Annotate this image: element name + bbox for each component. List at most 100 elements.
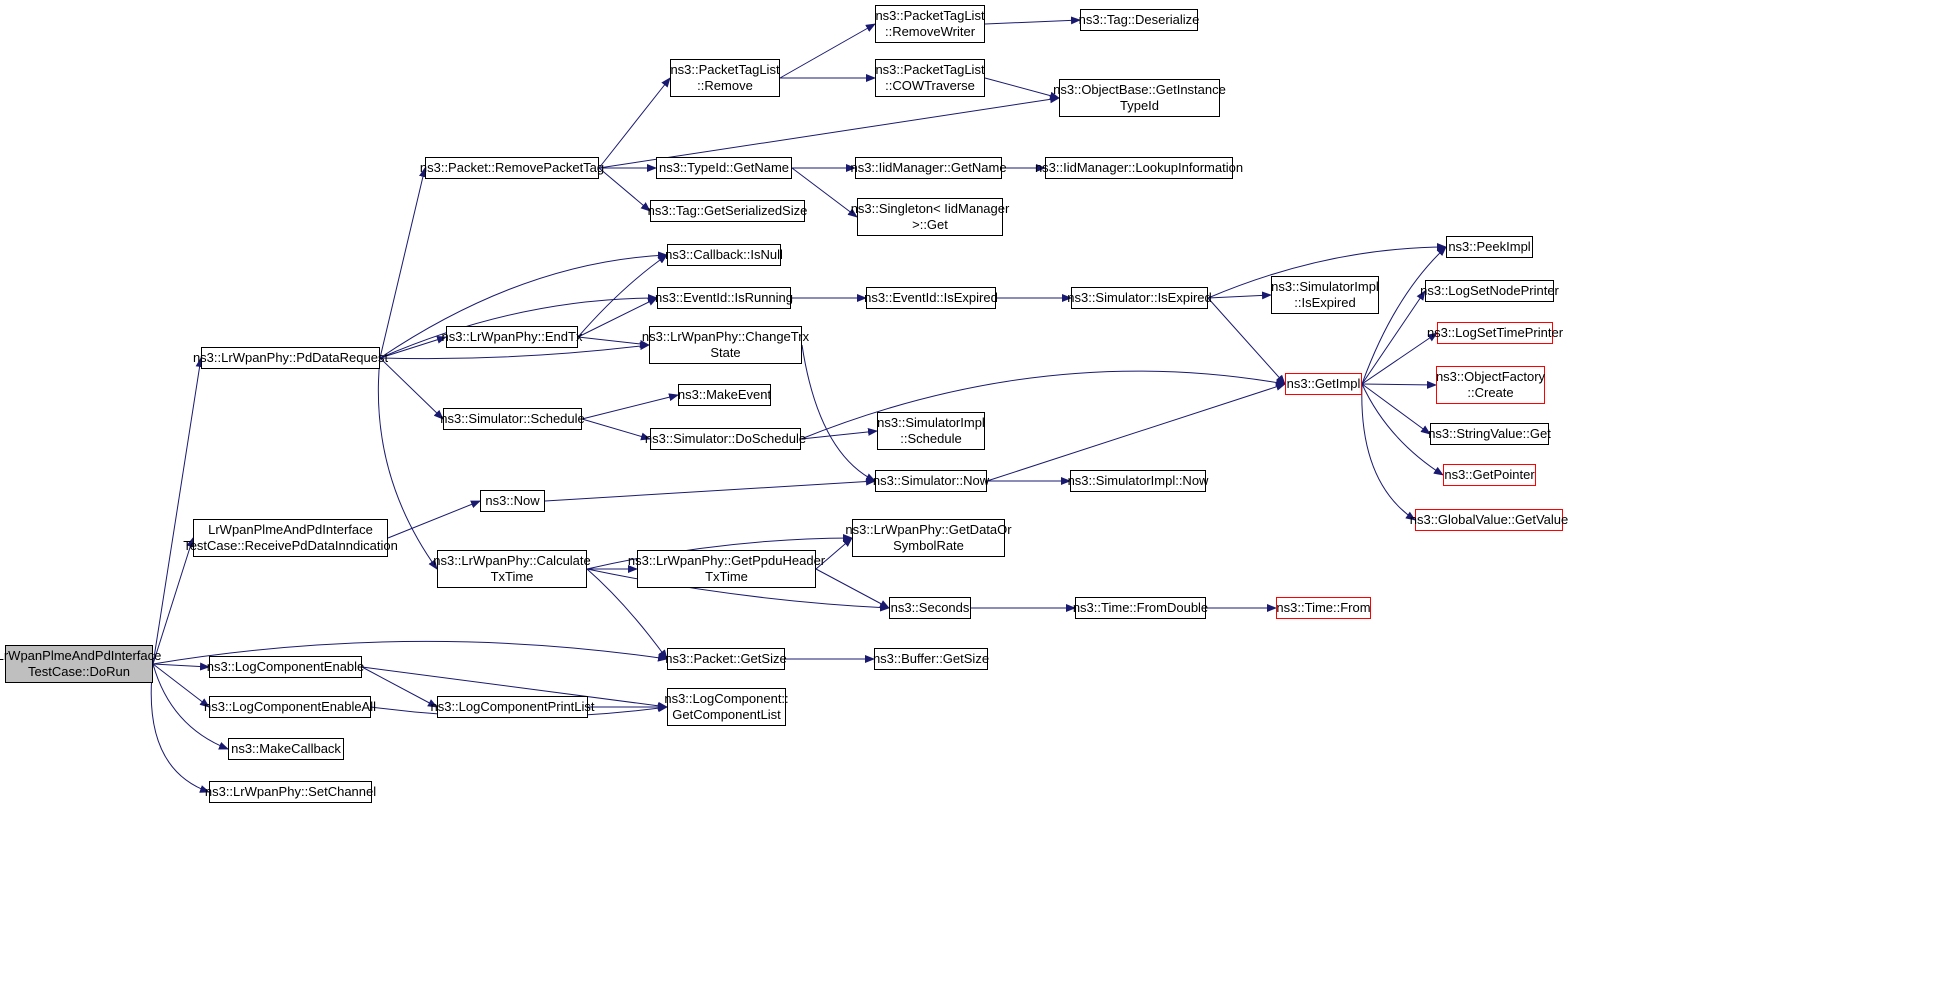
call-edge-root-to-pddata: [152, 357, 204, 665]
call-edge-root-to-setchannel: [150, 663, 210, 793]
graph-node-simisexpired[interactable]: ns3::Simulator::IsExpired: [1067, 287, 1212, 309]
graph-node-doschedule[interactable]: ns3::Simulator::DoSchedule: [645, 428, 806, 450]
graph-node-makeevent[interactable]: ns3::MakeEvent: [678, 384, 771, 406]
graph-node-pktgetsize[interactable]: ns3::Packet::GetSize: [665, 648, 787, 670]
graph-node-timefrom[interactable]: ns3::Time::From: [1276, 597, 1371, 619]
graph-node-evisexpired[interactable]: ns3::EventId::IsExpired: [864, 287, 998, 309]
graph-node-peekimpl[interactable]: ns3::PeekImpl: [1446, 236, 1533, 258]
graph-node-ptlremwriter[interactable]: ns3::PacketTagList::RemoveWriter: [875, 5, 985, 43]
call-edge-removepkttag-to-ptlremove: [598, 77, 671, 169]
node-label-line: ns3::Seconds: [890, 600, 970, 615]
call-edge-pddata-to-evisrunning: [379, 294, 658, 359]
node-label-line: ns3::Tag::Deserialize: [1078, 12, 1200, 27]
call-edge-logenable-to-logprintlist: [361, 666, 438, 708]
graph-node-simnow[interactable]: ns3::Simulator::Now: [872, 470, 990, 492]
call-edge-endtx-to-evisrunning: [577, 297, 658, 338]
graph-node-makecb[interactable]: ns3::MakeCallback: [228, 738, 344, 760]
node-label-line: ns3::Packet::GetSize: [665, 651, 787, 666]
node-label-line: ::IsExpired: [1294, 295, 1356, 310]
graph-node-buffergetsize[interactable]: ns3::Buffer::GetSize: [872, 648, 990, 670]
call-edge-removepkttag-to-taggetser: [598, 167, 651, 212]
graph-node-evisrunning[interactable]: ns3::EventId::IsRunning: [654, 287, 794, 309]
call-edge-simisexpired-to-simimplisexp: [1207, 291, 1272, 300]
node-label-line: ns3::LogSetTimePrinter: [1426, 325, 1564, 340]
call-edge-getimpl-to-logtimeprinter: [1361, 332, 1438, 385]
node-label-line: TestCase::ReceivePdDataInndication: [183, 538, 398, 553]
node-label-line: ns3::SimulatorImpl: [877, 415, 985, 430]
graph-node-setchannel[interactable]: ns3::LrWpanPhy::SetChannel: [205, 781, 376, 803]
call-edge-schedule-to-makeevent: [581, 393, 679, 420]
graph-node-simimplnow[interactable]: ns3::SimulatorImpl::Now: [1068, 470, 1208, 492]
graph-node-logprintlist[interactable]: ns3::LogComponentPrintList: [430, 696, 595, 718]
graph-node-objfactory[interactable]: ns3::ObjectFactory::Create: [1436, 366, 1545, 404]
call-edge-pddata-to-schedule: [379, 357, 444, 420]
node-label-line: ns3::PacketTagList: [875, 8, 985, 23]
node-label-line: ns3::LrWpanPhy::ChangeTrx: [641, 329, 810, 344]
node-label-line: ns3::Time::From: [1276, 600, 1371, 615]
graph-node-cbisnull[interactable]: ns3::Callback::IsNull: [665, 244, 783, 266]
node-label-line: ns3::Buffer::GetSize: [872, 651, 990, 666]
graph-node-ptlcow[interactable]: ns3::PacketTagList::COWTraverse: [875, 59, 985, 97]
graph-node-timefromdouble[interactable]: ns3::Time::FromDouble: [1073, 597, 1208, 619]
node-label-line: ns3::Tag::GetSerializedSize: [647, 203, 808, 218]
graph-node-ptlremove[interactable]: ns3::PacketTagList::Remove: [670, 59, 780, 97]
node-label-line: ns3::SimulatorImpl: [1271, 279, 1379, 294]
graph-node-logenableall[interactable]: ns3::LogComponentEnableAll: [204, 696, 376, 718]
graph-node-logenable[interactable]: ns3::LogComponentEnable: [206, 656, 365, 678]
graph-node-lognodeprinter[interactable]: ns3::LogSetNodePrinter: [1420, 280, 1559, 302]
call-edge-getppdu-to-getdatarate: [815, 537, 853, 570]
node-label-line: ns3::Now: [485, 493, 540, 508]
node-label-line: ns3::LogComponentEnable: [206, 659, 365, 674]
call-edge-getimpl-to-globalvalue: [1361, 383, 1416, 521]
call-edge-doschedule-to-getimpl: [800, 370, 1286, 440]
graph-node-singleton[interactable]: ns3::Singleton< IidManager>::Get: [851, 198, 1009, 236]
graph-node-typeidgetname[interactable]: ns3::TypeId::GetName: [656, 157, 792, 179]
graph-node-removepkttag[interactable]: ns3::Packet::RemovePacketTag: [420, 157, 604, 179]
call-edge-simisexpired-to-peekimpl: [1207, 243, 1447, 299]
node-label-line: ns3::MakeCallback: [231, 741, 341, 756]
graph-node-stringvalue[interactable]: ns3::StringValue::Get: [1428, 423, 1551, 445]
call-edge-calctx-to-pktgetsize: [586, 568, 668, 660]
graph-node-seconds[interactable]: ns3::Seconds: [889, 597, 971, 619]
call-edge-schedule-to-doschedule: [581, 418, 651, 441]
node-label-line: ns3::Simulator::DoSchedule: [644, 431, 807, 446]
graph-node-getpointer[interactable]: ns3::GetPointer: [1443, 464, 1536, 486]
node-label-line: GetComponentList: [672, 707, 781, 722]
graph-node-getimpl[interactable]: ns3::GetImpl: [1285, 373, 1362, 395]
graph-node-pddata[interactable]: ns3::LrWpanPhy::PdDataRequest: [193, 347, 388, 369]
node-label-line: ns3::Simulator::IsExpired: [1067, 290, 1212, 305]
graph-node-taggetser[interactable]: ns3::Tag::GetSerializedSize: [647, 200, 808, 222]
graph-node-tagdeser[interactable]: ns3::Tag::Deserialize: [1078, 9, 1200, 31]
graph-node-simimplisexp[interactable]: ns3::SimulatorImpl::IsExpired: [1271, 276, 1379, 314]
node-label-line: ns3::EventId::IsRunning: [654, 290, 794, 305]
graph-node-schedule[interactable]: ns3::Simulator::Schedule: [440, 408, 585, 430]
node-label-line: >::Get: [912, 217, 948, 232]
graph-node-logtimeprinter[interactable]: ns3::LogSetTimePrinter: [1427, 322, 1563, 344]
graph-node-now[interactable]: ns3::Now: [480, 490, 545, 512]
node-label-line: LrWpanPlmeAndPdInterface: [208, 522, 373, 537]
graph-node-iidgetname[interactable]: ns3::IidManager::GetName: [850, 157, 1007, 179]
node-label-line: ::Schedule: [900, 431, 962, 446]
graph-node-endtx[interactable]: ns3::LrWpanPhy::EndTx: [442, 326, 582, 348]
call-edge-pddata-to-changetrx: [379, 342, 650, 360]
call-edge-getimpl-to-peekimpl: [1361, 246, 1447, 385]
node-label-line: LrWpanPlmeAndPdInterface: [0, 648, 162, 663]
graph-node-getcomplist[interactable]: ns3::LogComponent::GetComponentList: [664, 688, 789, 726]
call-edge-getppdu-to-seconds: [815, 568, 890, 609]
graph-node-simimplsched[interactable]: ns3::SimulatorImpl::Schedule: [877, 412, 985, 450]
node-label-line: ns3::Simulator::Now: [872, 473, 990, 488]
call-edge-getimpl-to-lognodeprinter: [1361, 290, 1426, 385]
node-label-line: ns3::MakeEvent: [677, 387, 772, 402]
graph-node-globalvalue[interactable]: ns3::GlobalValue::GetValue: [1410, 509, 1568, 531]
graph-node-iidlookup[interactable]: ns3::IidManager::LookupInformation: [1035, 157, 1243, 179]
node-label-line: ns3::GetPointer: [1444, 467, 1535, 482]
node-label-line: ns3::LogSetNodePrinter: [1420, 283, 1559, 298]
